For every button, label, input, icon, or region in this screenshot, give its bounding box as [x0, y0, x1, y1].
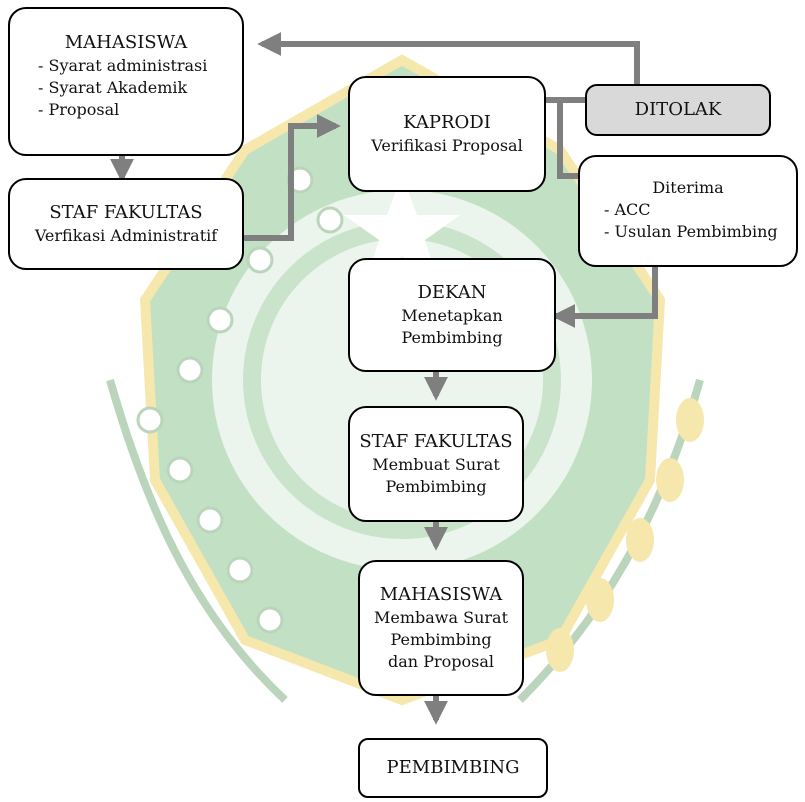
box-line: Pembimbing [401, 328, 503, 347]
box-dekan: DEKAN Menetapkan Pembimbing [348, 258, 556, 372]
box-line: Membawa Surat [373, 608, 508, 627]
box-ditolak: DITOLAK [585, 84, 771, 136]
box-title: STAF FAKULTAS [49, 202, 203, 223]
box-kaprodi: KAPRODI Verifikasi Proposal [348, 76, 546, 192]
list-item: - Proposal [38, 100, 120, 119]
box-pembimbing: PEMBIMBING [358, 738, 548, 798]
list-item: - Syarat Akademik [38, 78, 188, 97]
box-title: DITOLAK [634, 99, 722, 120]
box-diterima: Diterima - ACC - Usulan Pembimbing [578, 155, 798, 267]
box-line: Pembimbing [385, 477, 487, 496]
box-title: KAPRODI [403, 112, 491, 133]
box-title: DEKAN [417, 282, 487, 303]
box-title: STAF FAKULTAS [359, 431, 513, 452]
box-line: Menetapkan [401, 306, 503, 325]
box-line: Pembimbing [390, 630, 492, 649]
box-title: Diterima [652, 178, 724, 197]
box-subtitle: Verfikasi Administratif [34, 226, 218, 245]
list-item: - Syarat administrasi [38, 56, 208, 75]
box-title: MAHASISWA [64, 32, 188, 53]
box-staf-fakultas-verifikasi: STAF FAKULTAS Verfikasi Administratif [8, 178, 244, 270]
box-line: dan Proposal [388, 652, 494, 671]
box-subtitle: Verifikasi Proposal [371, 136, 523, 155]
box-staf-fakultas-surat: STAF FAKULTAS Membuat Surat Pembimbing [348, 406, 524, 522]
box-line: Membuat Surat [372, 455, 500, 474]
list-item: - Usulan Pembimbing [604, 222, 778, 241]
box-mahasiswa-requirements: MAHASISWA - Syarat administrasi - Syarat… [8, 7, 244, 156]
list-item: - ACC [604, 200, 651, 219]
box-mahasiswa-membawa-surat: MAHASISWA Membawa Surat Pembimbing dan P… [358, 560, 524, 696]
box-title: MAHASISWA [379, 584, 503, 605]
box-title: PEMBIMBING [386, 757, 520, 778]
